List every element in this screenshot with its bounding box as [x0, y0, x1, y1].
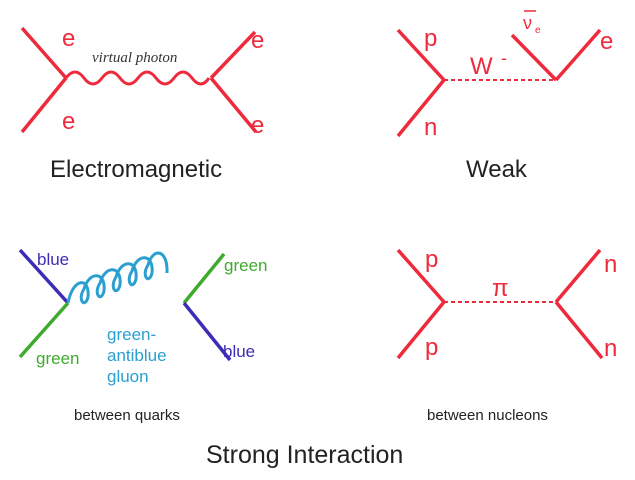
- weak-label-in-bottom: n: [424, 114, 437, 141]
- quark-green-out-line: [182, 252, 226, 305]
- nucleon-arrow: [578, 329, 603, 359]
- nucleon-label-out-top: n: [604, 251, 617, 278]
- quark-label-bottom-right: blue: [223, 342, 255, 361]
- quarks-caption: between quarks: [74, 407, 180, 424]
- gluon-label-line3: gluon: [107, 367, 149, 386]
- nucleon-label-in-top: p: [425, 246, 438, 273]
- w-boson-label: W: [470, 53, 493, 80]
- weak-title: Weak: [466, 156, 528, 183]
- em-arrow: [21, 27, 45, 54]
- gluon-coil: [66, 251, 169, 305]
- virtual-photon-line: [64, 70, 211, 86]
- gluon-label-line1: green-: [107, 325, 156, 344]
- nucleons-caption: between nucleons: [427, 407, 548, 424]
- weak-arrow: [511, 34, 535, 58]
- em-arrow: [210, 54, 234, 79]
- em-label-in-bottom: e: [62, 108, 75, 135]
- strong-interaction-title: Strong Interaction: [206, 441, 403, 469]
- quark-arrow: [206, 330, 231, 361]
- weak-label-out-top: e: [600, 28, 613, 55]
- pion-label: π: [492, 275, 509, 302]
- quark-label-top-right: green: [224, 256, 267, 275]
- quark-arrow: [19, 249, 45, 277]
- antineutrino-subscript: e: [535, 25, 541, 36]
- weak-label-in-top: p: [424, 25, 437, 52]
- quark-arrow: [183, 277, 205, 304]
- weak-arrow: [555, 54, 579, 81]
- em-outgoing-bottom-line: [209, 76, 258, 134]
- strong-quarks-diagram: blue green green blue green- antiblue gl…: [18, 248, 267, 424]
- nucleon-label-in-bottom: p: [425, 334, 438, 361]
- electromagnetic-diagram: e e e e virtual photon Electromagnetic: [20, 25, 264, 183]
- em-label-out-top: e: [251, 27, 264, 54]
- gluon-label-line2: antiblue: [107, 346, 167, 365]
- virtual-photon-label: virtual photon: [92, 50, 177, 66]
- nucleon-arrow: [397, 329, 422, 359]
- quark-blue-out-line: [182, 301, 232, 362]
- quark-label-bottom-left: green: [36, 349, 79, 368]
- nucleon-arrow: [555, 275, 579, 303]
- em-label-in-top: e: [62, 25, 75, 52]
- nucleon-arrow: [397, 249, 422, 277]
- strong-nucleons-diagram: p p n n π between nucleons: [396, 246, 617, 424]
- em-arrow: [233, 105, 257, 133]
- quark-arrow: [19, 329, 45, 358]
- antineutrino-label: ν: [523, 13, 532, 33]
- quark-label-top-left: blue: [37, 250, 69, 269]
- antineutrino-line: [510, 33, 558, 82]
- w-boson-charge: -: [501, 48, 507, 68]
- em-label-out-bottom: e: [251, 112, 264, 139]
- weak-diagram: p n e W - ν e Weak: [396, 10, 613, 183]
- quark-blue-in-line: [18, 248, 70, 305]
- weak-arrow: [397, 29, 422, 56]
- nucleon-label-out-bottom: n: [604, 335, 617, 362]
- weak-arrow: [397, 107, 422, 137]
- electromagnetic-title: Electromagnetic: [50, 156, 222, 183]
- em-arrow: [21, 104, 45, 133]
